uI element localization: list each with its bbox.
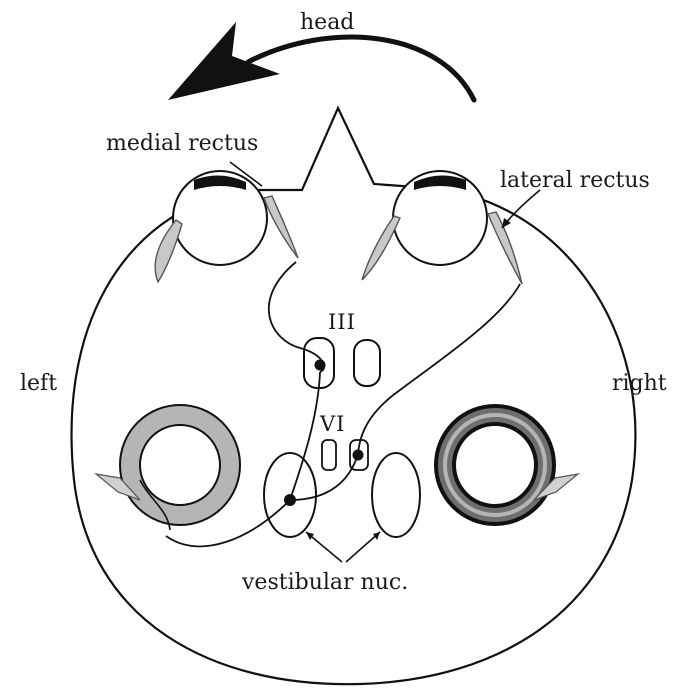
nucleus-III-label: III [328, 312, 356, 333]
neuron-soma-vestibular-icon [284, 494, 296, 506]
head-label: head [300, 12, 354, 34]
medial-rectus-label: medial rectus [106, 133, 258, 155]
nucleus-VI-label: VI [320, 414, 345, 435]
left-label: left [20, 373, 57, 395]
nucleus-VI-left [322, 440, 336, 470]
right-eye [393, 171, 487, 265]
lateral-rectus-label: lateral rectus [500, 170, 650, 192]
head-outline [72, 108, 636, 684]
vestibular-nucleus-right [372, 453, 420, 537]
right-label: right [612, 373, 667, 395]
neuron-soma-VI-icon [353, 450, 364, 461]
neuron-soma-III-icon [315, 360, 326, 371]
vestibular-nuc-label: vestibular nuc. [242, 572, 408, 594]
nucleus-III-right [354, 340, 380, 386]
left-eye [173, 171, 267, 265]
